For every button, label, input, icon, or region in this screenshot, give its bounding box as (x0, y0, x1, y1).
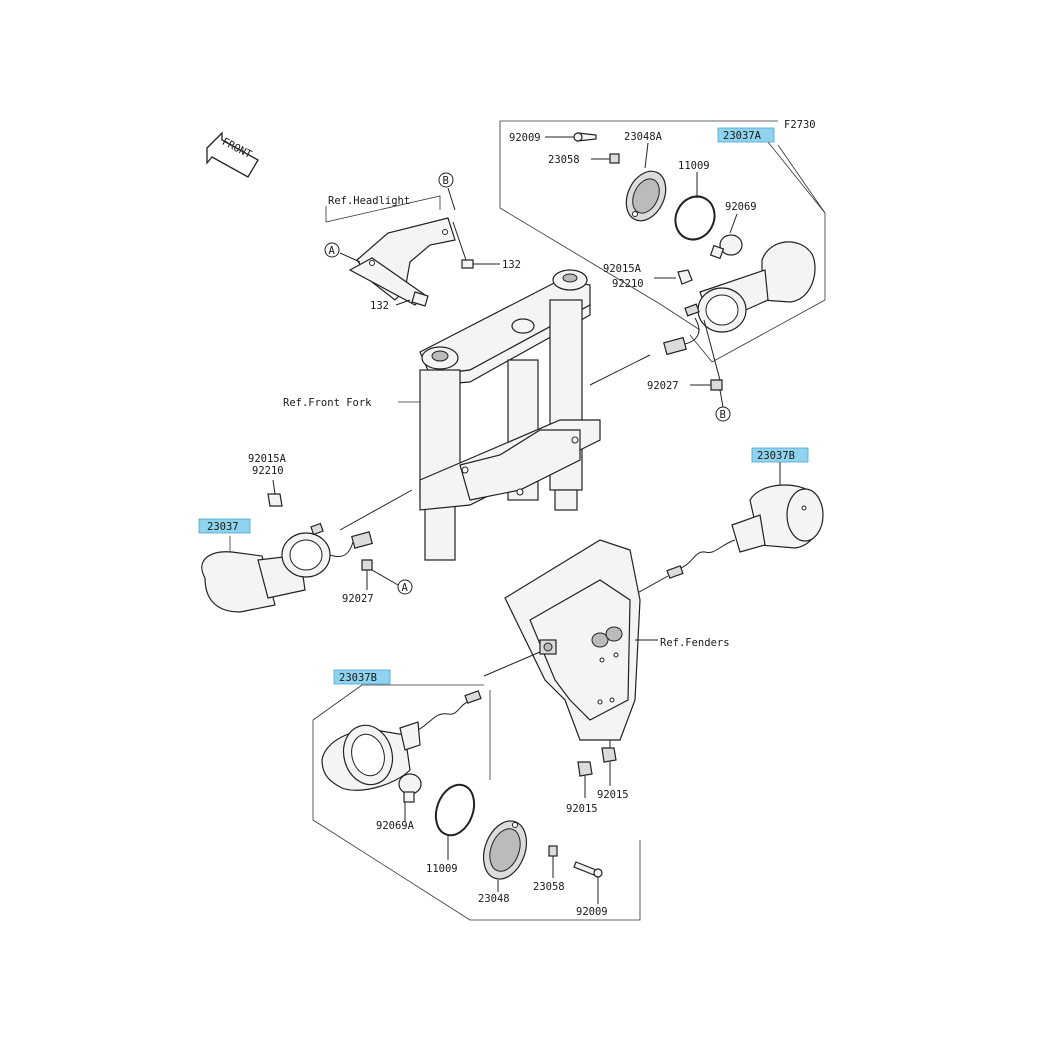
part-11009-top[interactable]: 11009 (678, 160, 710, 172)
svg-text:A: A (329, 245, 336, 257)
group-bottom-left (312, 684, 641, 921)
part-23058-bottom[interactable]: 23058 (533, 881, 565, 893)
screw-92009-top (545, 132, 597, 142)
ref-fenders-label: Ref.Fenders (660, 637, 730, 649)
nut-23058-top (591, 153, 620, 164)
turn-signal-23037B-left (321, 690, 482, 791)
part-92015A-left[interactable]: 92015A (248, 453, 287, 465)
part-23037[interactable]: 23037 (207, 521, 239, 533)
nut-92015-b (601, 740, 617, 786)
part-92015-a[interactable]: 92015 (566, 803, 598, 815)
part-92009-top[interactable]: 92009 (509, 132, 541, 144)
part-132-b[interactable]: 132 (370, 300, 389, 312)
bulb-92069A (398, 773, 422, 822)
rear-fender-bracket (483, 539, 658, 741)
nut-92015-a (577, 761, 593, 798)
group-top-right (499, 120, 826, 363)
part-23037A-link[interactable]: 23037A (717, 127, 775, 143)
svg-text:A: A (402, 582, 409, 594)
front-fork (398, 269, 651, 561)
part-23037B-right[interactable]: 23037B (757, 450, 795, 462)
part-92015A-right[interactable]: 92015A (603, 263, 642, 275)
turn-signal-23037 (201, 479, 413, 613)
screw-92009-bottom (573, 861, 603, 904)
ref-headlight-label: Ref.Headlight (328, 195, 410, 207)
part-11009-bottom[interactable]: 11009 (426, 863, 458, 875)
turn-signal-23037A (663, 241, 816, 356)
marker-a-headlight: A (324, 242, 340, 258)
lens-23048 (482, 820, 528, 892)
part-23037B-left[interactable]: 23037B (339, 672, 377, 684)
part-92069[interactable]: 92069 (725, 201, 757, 213)
front-arrow-icon: FRONT (206, 131, 259, 178)
nut-92027-right (690, 319, 723, 391)
part-92009-bottom[interactable]: 92009 (576, 906, 608, 918)
part-23037B-right-link[interactable]: 23037B (751, 447, 809, 463)
part-23058-top[interactable]: 23058 (548, 154, 580, 166)
part-23037A[interactable]: 23037A (723, 130, 762, 142)
marker-a-left: A (397, 579, 413, 595)
svg-text:B: B (443, 175, 449, 187)
part-92027-left[interactable]: 92027 (342, 593, 374, 605)
headlight-bracket (325, 187, 500, 307)
nut-23058-bottom (548, 845, 558, 878)
part-92027-right[interactable]: 92027 (647, 380, 679, 392)
part-92069A[interactable]: 92069A (376, 820, 415, 832)
diagram-code: F2730 (784, 119, 816, 131)
gasket-11009-bottom (434, 783, 476, 860)
part-92210-left[interactable]: 92210 (252, 465, 284, 477)
part-92015-b[interactable]: 92015 (597, 789, 629, 801)
part-23037-link[interactable]: 23037 (198, 518, 251, 534)
turn-signal-23037B-right (631, 462, 824, 597)
part-23048[interactable]: 23048 (478, 893, 510, 905)
gasket-11009-top (674, 172, 716, 241)
part-92210-right[interactable]: 92210 (612, 278, 644, 290)
marker-b-right: B (715, 389, 731, 422)
bulb-92069 (709, 213, 743, 260)
lens-23048A (625, 142, 667, 222)
ref-front-fork-label: Ref.Front Fork (283, 397, 372, 409)
marker-b-headlight: B (438, 172, 454, 188)
svg-text:B: B (720, 409, 726, 421)
part-23048A[interactable]: 23048A (624, 131, 663, 143)
part-132-a[interactable]: 132 (502, 259, 521, 271)
part-23037B-left-link[interactable]: 23037B (333, 669, 391, 685)
